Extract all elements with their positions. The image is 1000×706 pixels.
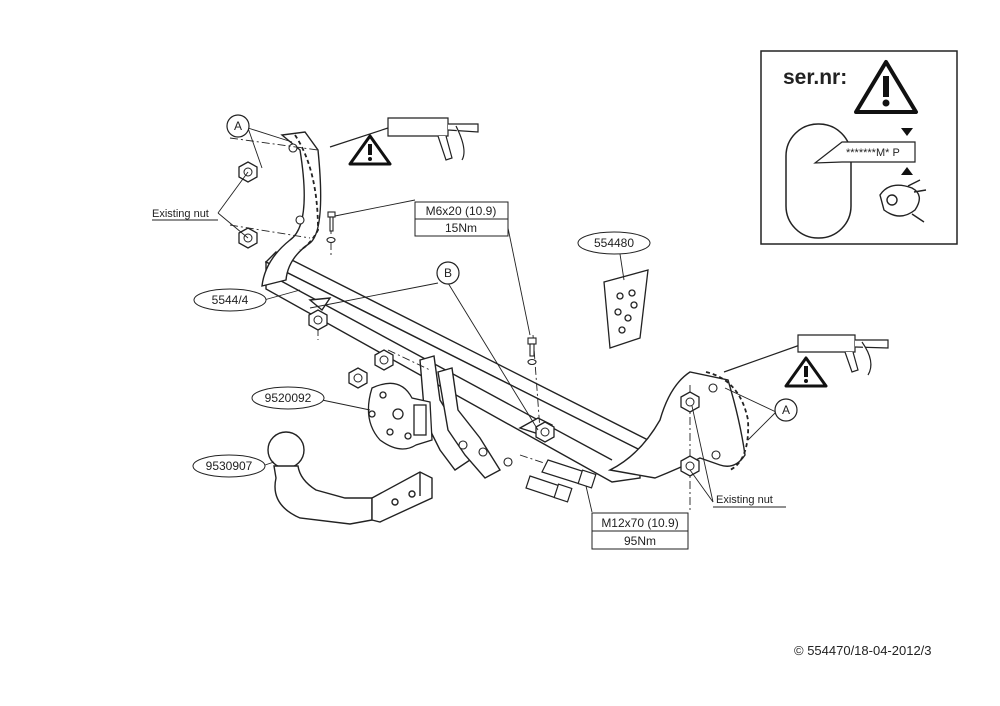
nut-under-bar: [308, 309, 328, 331]
ball-flange-plate: [367, 382, 433, 450]
copyright-footer: © 554470/18-04-2012/3: [794, 643, 932, 658]
existing-nut-right-label: Existing nut: [716, 494, 773, 506]
part-label-9520092: 9520092: [251, 386, 325, 410]
eye-icon: [879, 179, 927, 223]
part-554480-text: 554480: [594, 236, 634, 250]
m6-bolt-torque: 15Nm: [445, 221, 477, 235]
sealant-outline-left: [294, 134, 319, 251]
part-label-554480: 554480: [577, 231, 651, 255]
callout-b-label: B: [444, 266, 452, 280]
m6-bolt-spec: M6x20 (10.9): [426, 204, 497, 218]
label-plate: [785, 123, 852, 239]
large-bolt-1: [541, 459, 597, 489]
serial-number-panel: ser.nr: *******M* P: [760, 50, 958, 245]
nut-ball-flange-1: [348, 367, 368, 389]
existing-nut-bottom-right: [680, 455, 700, 477]
existing-nut-top-right: [680, 391, 700, 413]
callout-b: B: [436, 261, 460, 285]
part-5544-4-text: 5544/4: [212, 293, 249, 307]
nut-center-bracket: [535, 421, 555, 443]
warning-triangle-icon-right: [784, 356, 828, 388]
sealant-gun-icon: [329, 117, 479, 161]
callout-a-top: A: [226, 114, 250, 138]
m12-bolt-torque: 95Nm: [624, 534, 656, 548]
existing-nut-left-label: Existing nut: [152, 208, 209, 220]
serial-number-title: ser.nr:: [783, 66, 847, 89]
part-9520092-text: 9520092: [265, 391, 312, 405]
large-bolt-2: [525, 475, 573, 503]
part-label-9530907: 9530907: [192, 454, 266, 478]
serial-code: *******M* P: [846, 147, 900, 159]
warning-triangle-icon: [854, 60, 918, 114]
callout-a-top-label: A: [234, 119, 242, 133]
tow-bar-crossbar: [261, 131, 746, 483]
small-bolt-right: [527, 337, 537, 366]
small-bolt-left: [326, 211, 336, 244]
sealant-gun-icon-right: [723, 334, 889, 376]
nut-ball-flange-2: [374, 349, 394, 371]
callout-a-right-label: A: [782, 403, 790, 417]
bolt-kit-bag: [603, 269, 649, 349]
callout-a-right: A: [774, 398, 798, 422]
warning-triangle-icon-top: [348, 134, 392, 166]
tow-ball: [267, 431, 433, 525]
part-label-5544-4: 5544/4: [193, 288, 267, 312]
part-9530907-text: 9530907: [206, 459, 253, 473]
torque-box-m6: M6x20 (10.9) 15Nm: [414, 201, 509, 237]
torque-box-m12: M12x70 (10.9) 95Nm: [591, 512, 689, 550]
m12-bolt-spec: M12x70 (10.9): [601, 516, 678, 530]
